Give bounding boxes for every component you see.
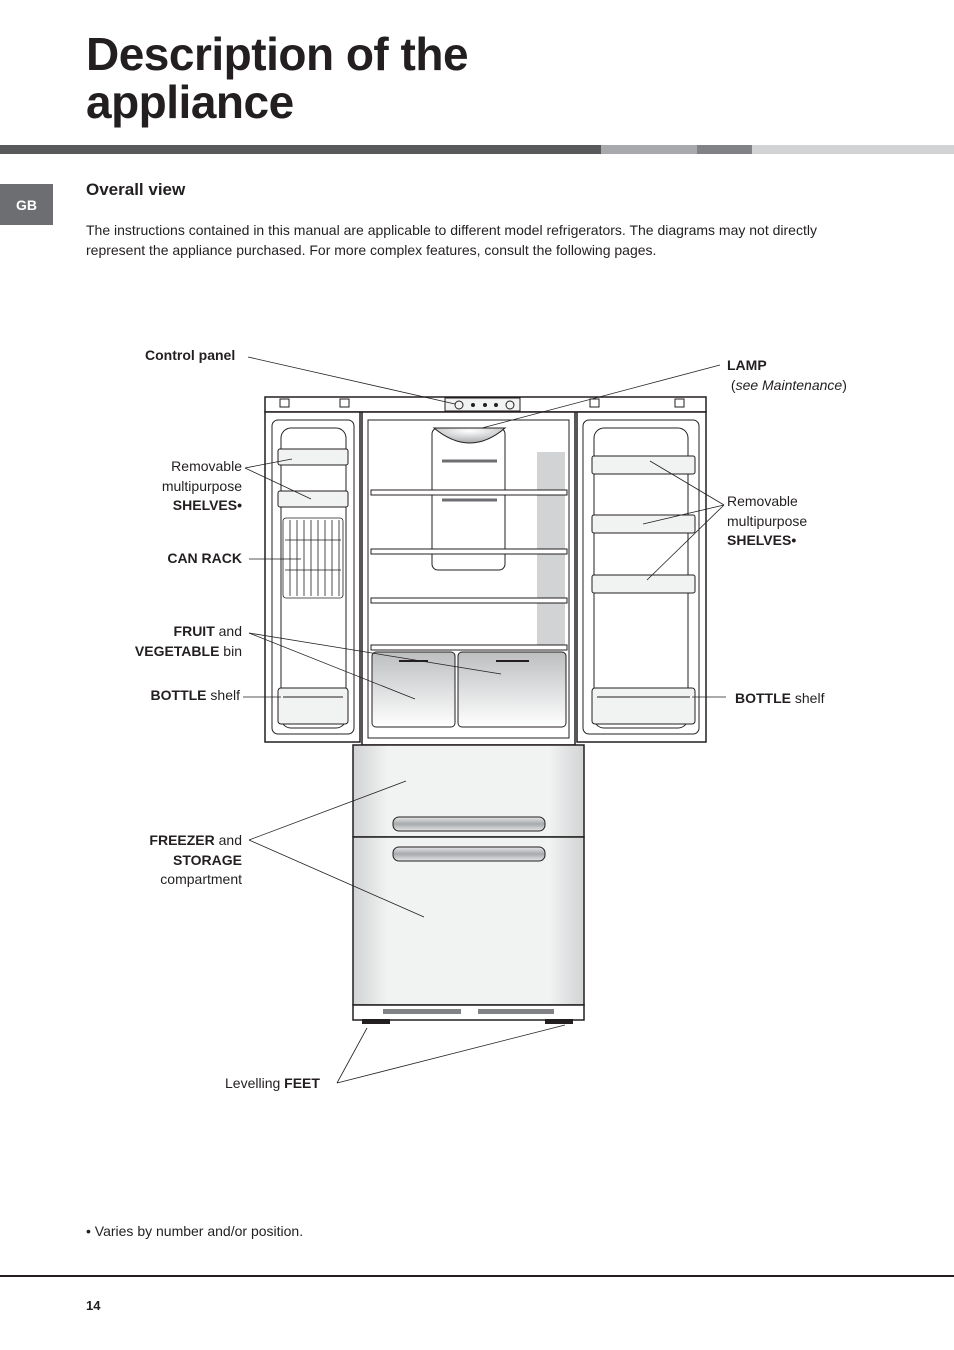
fridge-shelf bbox=[370, 597, 568, 604]
fridge-inner-wall bbox=[367, 419, 570, 739]
fridge-shelf bbox=[370, 548, 568, 555]
footnote: • Varies by number and/or position. bbox=[86, 1223, 304, 1239]
leader-lines bbox=[243, 356, 726, 1084]
label-can-rack: CAN RACK bbox=[167, 550, 242, 566]
control-led bbox=[494, 403, 498, 407]
label-shelves-left: Removable multipurpose SHELVES• bbox=[161, 458, 242, 513]
left-door-shelf-1 bbox=[277, 448, 349, 466]
label-levelling-feet: Levelling FEET bbox=[225, 1075, 320, 1091]
hinge bbox=[674, 398, 685, 408]
header-rule-light bbox=[752, 145, 954, 154]
control-led bbox=[483, 403, 487, 407]
page-title-line-2: appliance bbox=[86, 76, 294, 128]
freezer-handle-bottom bbox=[392, 846, 546, 862]
grille-vent bbox=[478, 1009, 554, 1014]
footer-rule bbox=[0, 1275, 954, 1277]
language-tab: GB bbox=[0, 184, 53, 225]
header-rule-dark-2 bbox=[697, 145, 752, 154]
control-knob-right bbox=[505, 400, 515, 410]
page-title-line-1: Description of the bbox=[86, 28, 469, 80]
label-fruit-vegetable-bin: FRUIT and VEGETABLE bin bbox=[134, 623, 242, 659]
label-bottle-shelf-right: BOTTLE shelf bbox=[735, 690, 825, 706]
label-control-panel: Control panel bbox=[145, 347, 236, 363]
hinge bbox=[339, 398, 350, 408]
header-rule-dark bbox=[0, 145, 601, 154]
left-bottle-shelf bbox=[277, 687, 349, 725]
page-title: Description of the appliance bbox=[86, 28, 469, 128]
left-door-inner bbox=[271, 419, 355, 735]
lamp bbox=[432, 427, 507, 444]
vegetable-bin-right bbox=[457, 651, 567, 728]
label-freezer-storage: FREEZER and STORAGE compartment bbox=[149, 832, 242, 887]
hinge bbox=[589, 398, 600, 408]
fridge-shelf bbox=[370, 489, 568, 496]
page-number: 14 bbox=[86, 1298, 101, 1313]
section-title: Overall view bbox=[86, 180, 186, 199]
label-shelves-right: Removable multipurpose SHELVES• bbox=[727, 493, 808, 548]
label-lamp: LAMP (see Maintenance) bbox=[727, 357, 847, 393]
grille-vent bbox=[383, 1009, 461, 1014]
freezer-drawer-bottom bbox=[352, 836, 585, 1006]
right-door-inner bbox=[582, 419, 700, 735]
base-grille bbox=[352, 1004, 585, 1021]
intro-paragraph: The instructions contained in this manua… bbox=[86, 222, 817, 258]
label-bottle-shelf-left: BOTTLE shelf bbox=[150, 687, 240, 703]
header-rule-mid bbox=[601, 145, 697, 154]
control-led bbox=[471, 403, 475, 407]
crisper-cover bbox=[370, 644, 568, 651]
left-door-shelf-2 bbox=[277, 490, 349, 508]
control-knob-left bbox=[454, 400, 464, 410]
right-bottle-shelf bbox=[591, 687, 696, 725]
freezer-handle-top bbox=[392, 816, 546, 832]
control-panel bbox=[444, 397, 521, 412]
levelling-foot-right bbox=[545, 1019, 573, 1024]
can-rack bbox=[282, 517, 344, 599]
levelling-foot-left bbox=[362, 1019, 390, 1024]
hinge bbox=[279, 398, 290, 408]
left-door-liner bbox=[280, 427, 347, 729]
right-door-shelf-3 bbox=[591, 574, 696, 594]
vegetable-bin-left bbox=[371, 651, 456, 728]
right-door-shelf-1 bbox=[591, 455, 696, 475]
